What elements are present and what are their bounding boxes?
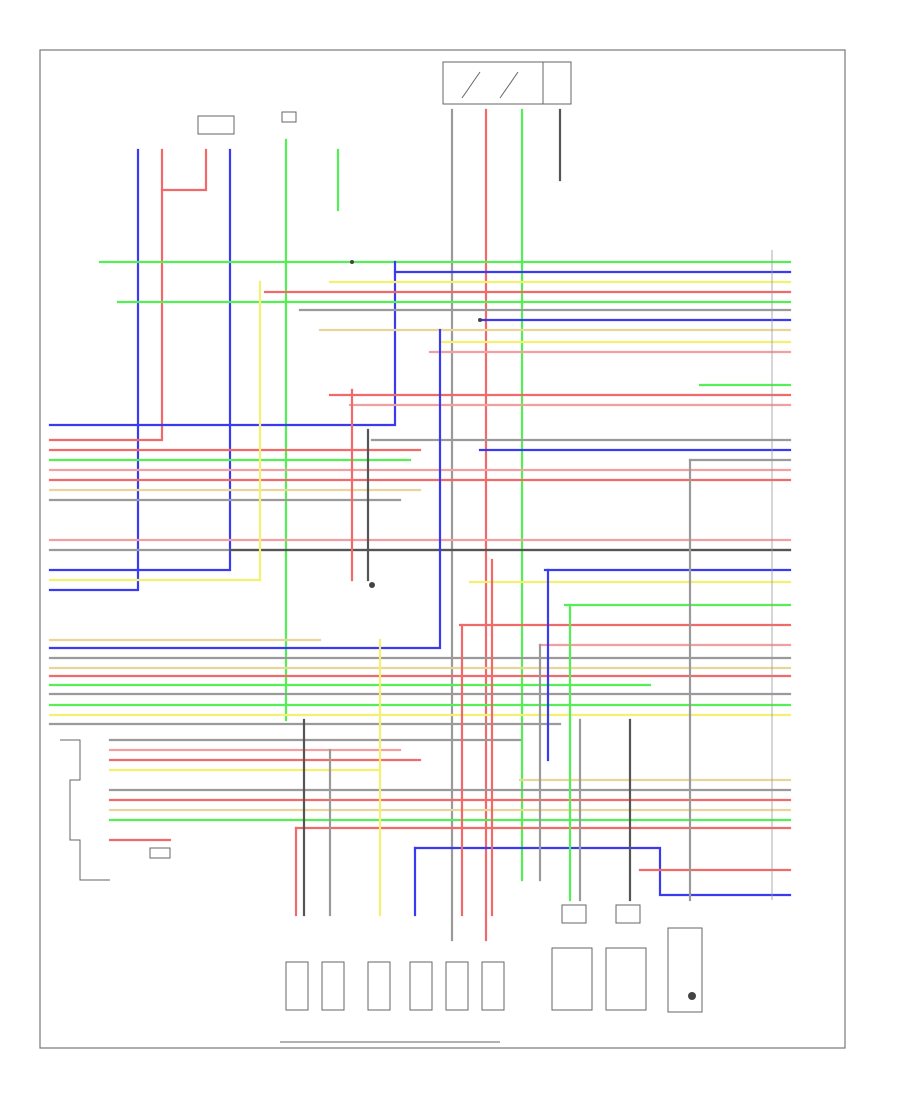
- top-components: [197, 61, 572, 135]
- horizontal-wires: [48, 260, 792, 897]
- sensor-box-2: [321, 961, 345, 1011]
- connector-bottom-2: [615, 904, 641, 924]
- ground-point-4: [478, 318, 482, 322]
- connector-top-mid: [281, 111, 297, 123]
- speed-sensor-box-1: [551, 947, 593, 1011]
- diagram-frame: [39, 49, 846, 1049]
- bottom-components: [280, 904, 703, 1043]
- sensor-box-6: [481, 961, 505, 1011]
- switch-box-top-right: [442, 61, 572, 105]
- range-switch: [60, 739, 171, 881]
- connector-top-left: [197, 115, 235, 135]
- vertical-wires-top: [48, 108, 562, 942]
- ground-point-3: [350, 260, 354, 264]
- ground-symbol-left: [149, 847, 171, 859]
- ground-symbols: [350, 260, 696, 1000]
- lower-vertical-wires: [294, 388, 692, 917]
- speed-sensor-box-2: [605, 947, 647, 1011]
- sensor-box-4: [409, 961, 433, 1011]
- sensor-box-5: [445, 961, 469, 1011]
- sensor-box-3: [367, 961, 391, 1011]
- sensor-box-1: [285, 961, 309, 1011]
- ground-point-2: [688, 992, 696, 1000]
- relay-bracket: [667, 927, 703, 1013]
- ground-point-1: [369, 582, 375, 588]
- connector-bottom-1: [561, 904, 587, 924]
